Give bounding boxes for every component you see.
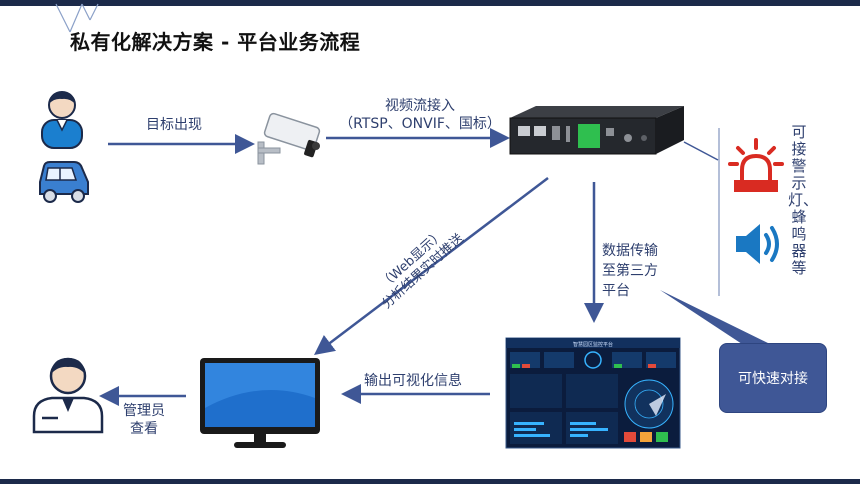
label-stream-access-2: （RTSP、ONVIF、国标）: [339, 116, 501, 132]
label-output-visual: 输出可视化信息: [364, 373, 462, 389]
quick-connect-callout: 可快速对接: [719, 343, 827, 413]
label-data-transfer-2: 至第三方: [602, 263, 658, 279]
label-data-transfer-3: 平台: [602, 283, 630, 299]
label-alarm-devices: 可接警示灯、蜂鸣器等: [788, 123, 819, 277]
arrow-box-to-monitor: [314, 177, 549, 356]
top-bar: [0, 0, 860, 6]
line-box-to-alarm: [683, 141, 719, 161]
label-admin-view-1: 管理员: [123, 403, 165, 419]
label-target-appear: 目标出现: [146, 117, 202, 133]
page-title: 私有化解决方案 - 平台业务流程: [70, 30, 361, 54]
bottom-bar: [0, 479, 860, 484]
dashboard-title: 智慧园区监控平台: [573, 341, 613, 348]
label-stream-access-1: 视频流接入: [385, 98, 455, 114]
label-admin-view-2: 查看: [130, 421, 158, 437]
label-data-transfer-1: 数据传输: [602, 243, 658, 259]
callout-tail: [660, 290, 770, 344]
